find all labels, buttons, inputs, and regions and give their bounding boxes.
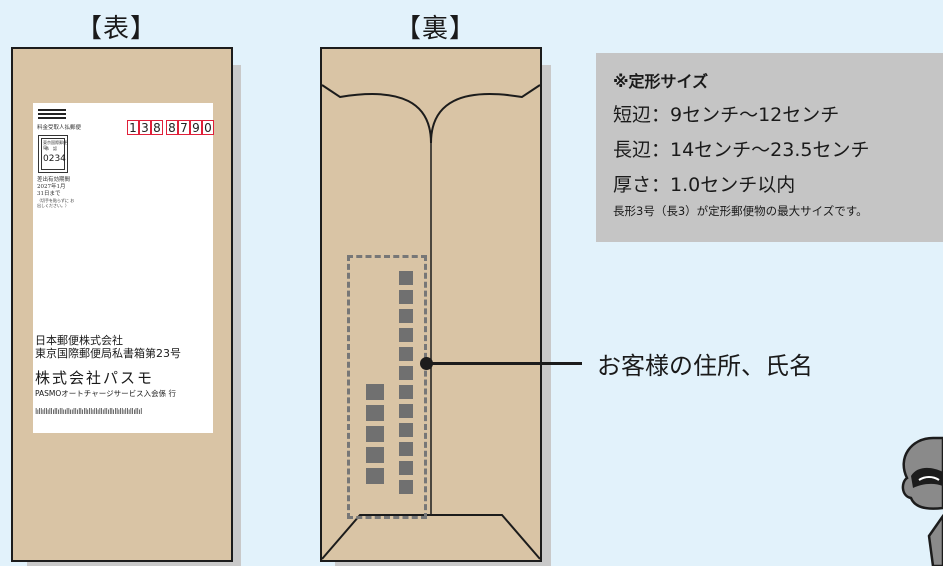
name-bars xyxy=(366,384,384,489)
callout-label: お客様の住所、氏名 xyxy=(597,352,813,380)
front-address-label: 料金受取人払郵便 1 3 8 8 7 9 0 東京国際郵便局 承 認 0234 … xyxy=(33,103,214,433)
postal-digit: 1 xyxy=(127,120,139,135)
address-area xyxy=(347,255,427,519)
postal-digit: 9 xyxy=(190,120,202,135)
permit-number: 0234 xyxy=(43,154,66,164)
postal-digit: 3 xyxy=(139,120,151,135)
validity-note: （切手を貼らずに お出しください。） xyxy=(37,198,75,208)
postal-digit: 8 xyxy=(151,120,163,135)
size-info-box: ※定形サイズ 短辺：9センチ〜12センチ 長辺：14センチ〜23.5センチ 厚さ… xyxy=(596,53,943,242)
validity-line1: 差出有効期間 xyxy=(37,177,71,183)
back-envelope xyxy=(320,47,542,562)
reply-mail-mark-icon xyxy=(38,109,66,123)
address-bars xyxy=(399,271,413,499)
validity-line3: 31日まで xyxy=(37,191,61,197)
postal-digit: 8 xyxy=(166,120,178,135)
permit-label: 料金受取人払郵便 xyxy=(37,125,82,131)
size-info-short-side: 短辺：9センチ〜12センチ xyxy=(613,104,840,126)
validity-line2: 2027年1月 xyxy=(37,184,66,190)
customer-barcode: lıllıllıllıllıllııllııllıllıllıllıllıllı… xyxy=(35,407,142,416)
pasmo-robot-mascot-icon xyxy=(901,436,943,566)
front-heading: 【表】 xyxy=(76,14,158,44)
company-name: 株式会社パスモ xyxy=(35,369,155,387)
size-info-long-side: 長辺：14センチ〜23.5センチ xyxy=(613,139,870,161)
size-info-thickness: 厚さ：1.0センチ以内 xyxy=(613,174,796,196)
front-envelope: 料金受取人払郵便 1 3 8 8 7 9 0 東京国際郵便局 承 認 0234 … xyxy=(11,47,233,562)
back-heading: 【裏】 xyxy=(395,14,477,44)
size-info-note: 長形3号（長3）が定形郵便物の最大サイズです。 xyxy=(613,204,868,218)
department: PASMOオートチャージサービス入会係 行 xyxy=(35,389,176,398)
office-stamp-mid: 承 認 xyxy=(45,146,57,151)
postal-digit: 0 xyxy=(202,120,214,135)
postal-digit: 7 xyxy=(178,120,190,135)
address-line1: 日本郵便株式会社 xyxy=(35,334,123,347)
size-info-title: ※定形サイズ xyxy=(613,72,709,91)
callout-dot xyxy=(420,357,433,370)
permit-stamp: 東京国際郵便局 承 認 0234 xyxy=(38,135,68,173)
office-stamp-top: 東京国際郵便局 xyxy=(43,140,67,150)
envelope-flaps xyxy=(321,84,541,560)
address-line2: 東京国際郵便局私書箱第23号 xyxy=(35,347,181,360)
callout-line xyxy=(430,362,582,365)
postal-code: 1 3 8 8 7 9 0 xyxy=(127,120,214,136)
